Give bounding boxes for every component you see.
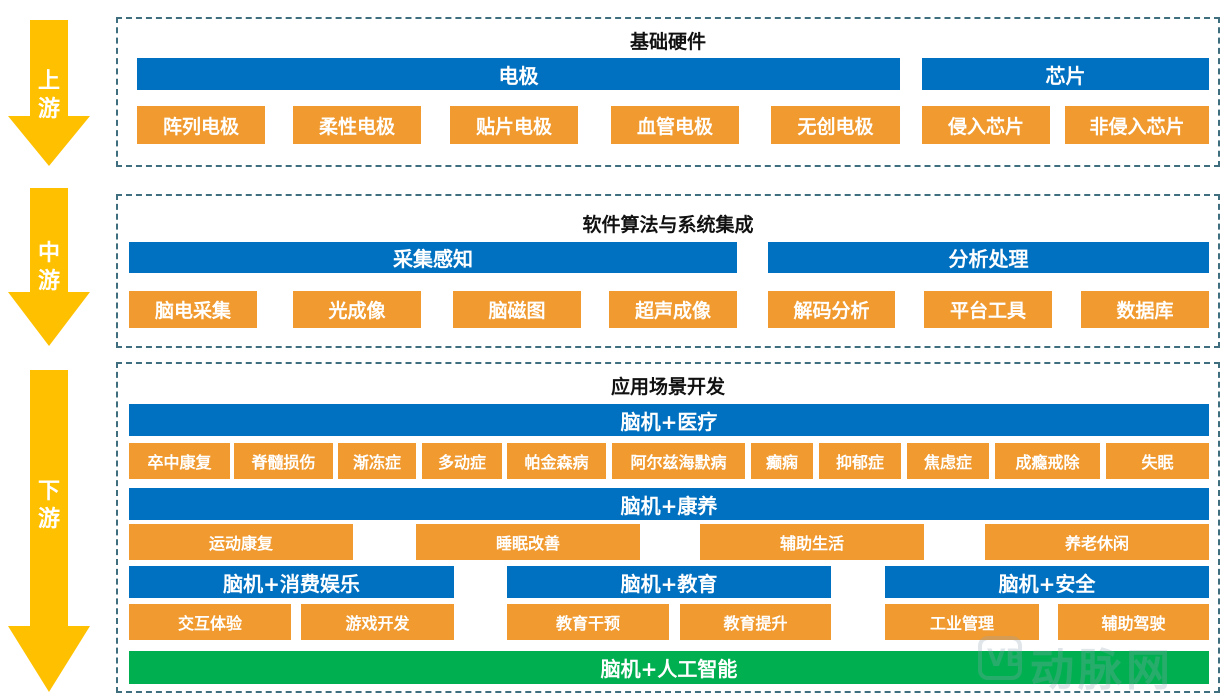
medical-item: 阿尔兹海默病 <box>612 443 745 479</box>
watermark-text: 动脉网 <box>1030 645 1174 696</box>
security-item: 辅助驾驶 <box>1058 604 1209 640</box>
downstream-arrow: 下 游 <box>8 370 90 692</box>
electrode-item: 贴片电极 <box>450 106 578 144</box>
medical-item: 渐冻症 <box>338 443 416 479</box>
arrow-label-char: 游 <box>37 507 60 532</box>
wellness-header: 脑机+康养 <box>129 488 1209 520</box>
medical-item: 抑郁症 <box>819 443 901 479</box>
down-arrow-icon <box>8 370 90 692</box>
arrow-label-char: 上 <box>37 69 60 94</box>
medical-header: 脑机+医疗 <box>129 404 1209 436</box>
arrow-label-char: 下 <box>37 479 60 504</box>
wellness-item: 睡眠改善 <box>416 524 640 560</box>
upstream-panel <box>116 17 1220 167</box>
collection-item: 脑磁图 <box>453 291 581 328</box>
wellness-item: 养老休闲 <box>985 524 1209 560</box>
consumer-item: 游戏开发 <box>301 604 454 640</box>
midstream-panel <box>116 194 1220 348</box>
consumer-item: 交互体验 <box>129 604 291 640</box>
arrow-label-char: 中 <box>37 241 60 266</box>
electrode-item: 无创电极 <box>771 106 900 144</box>
watermark-logo-icon: VB <box>978 636 1024 680</box>
collection-item: 脑电采集 <box>129 291 257 328</box>
midstream-title: 软件算法与系统集成 <box>582 214 754 236</box>
collection-item: 光成像 <box>293 291 421 328</box>
medical-item: 成瘾戒除 <box>995 443 1100 479</box>
arrow-label-char: 游 <box>37 97 60 122</box>
down-arrow-icon <box>8 20 90 166</box>
down-arrow-icon <box>8 188 90 346</box>
ai-header: 脑机+人工智能 <box>129 651 1209 684</box>
analysis-item: 解码分析 <box>768 291 895 328</box>
education-item: 教育干预 <box>507 604 669 640</box>
medical-item: 脊髓损伤 <box>234 443 333 479</box>
security-header: 脑机+安全 <box>885 566 1209 598</box>
watermark: VB 动脉网 <box>978 630 1218 696</box>
education-header: 脑机+教育 <box>507 566 831 598</box>
arrow-label-char: 游 <box>37 269 60 294</box>
electrode-item: 阵列电极 <box>137 106 265 144</box>
watermark-logo-text: VB <box>987 644 1024 672</box>
education-item: 教育提升 <box>680 604 831 640</box>
arrow-label: 下 游 <box>29 478 69 534</box>
electrode-item: 柔性电极 <box>293 106 421 144</box>
chip-header: 芯片 <box>922 58 1209 90</box>
arrow-label: 上 游 <box>29 68 69 124</box>
medical-item: 失眠 <box>1106 443 1209 479</box>
consumer-header: 脑机+消费娱乐 <box>129 566 454 598</box>
medical-item: 多动症 <box>422 443 502 479</box>
electrode-item: 血管电极 <box>611 106 739 144</box>
medical-item: 卒中康复 <box>129 443 230 479</box>
electrode-header: 电极 <box>137 58 900 90</box>
wellness-item: 辅助生活 <box>700 524 924 560</box>
midstream-arrow: 中 游 <box>8 188 90 346</box>
downstream-panel <box>116 362 1220 693</box>
security-item: 工业管理 <box>885 604 1039 640</box>
analysis-item: 平台工具 <box>924 291 1052 328</box>
chip-item: 侵入芯片 <box>922 106 1050 144</box>
collection-header: 采集感知 <box>129 242 737 273</box>
analysis-item: 数据库 <box>1081 291 1209 328</box>
medical-item: 帕金森病 <box>507 443 606 479</box>
wellness-item: 运动康复 <box>129 524 353 560</box>
upstream-arrow: 上 游 <box>8 20 90 166</box>
chip-item: 非侵入芯片 <box>1065 106 1209 144</box>
medical-item: 癫痫 <box>751 443 813 479</box>
medical-item: 焦虑症 <box>907 443 989 479</box>
downstream-title: 应用场景开发 <box>610 376 725 398</box>
analysis-header: 分析处理 <box>768 242 1209 273</box>
upstream-title: 基础硬件 <box>629 31 706 53</box>
collection-item: 超声成像 <box>609 291 737 328</box>
arrow-label: 中 游 <box>29 240 69 296</box>
